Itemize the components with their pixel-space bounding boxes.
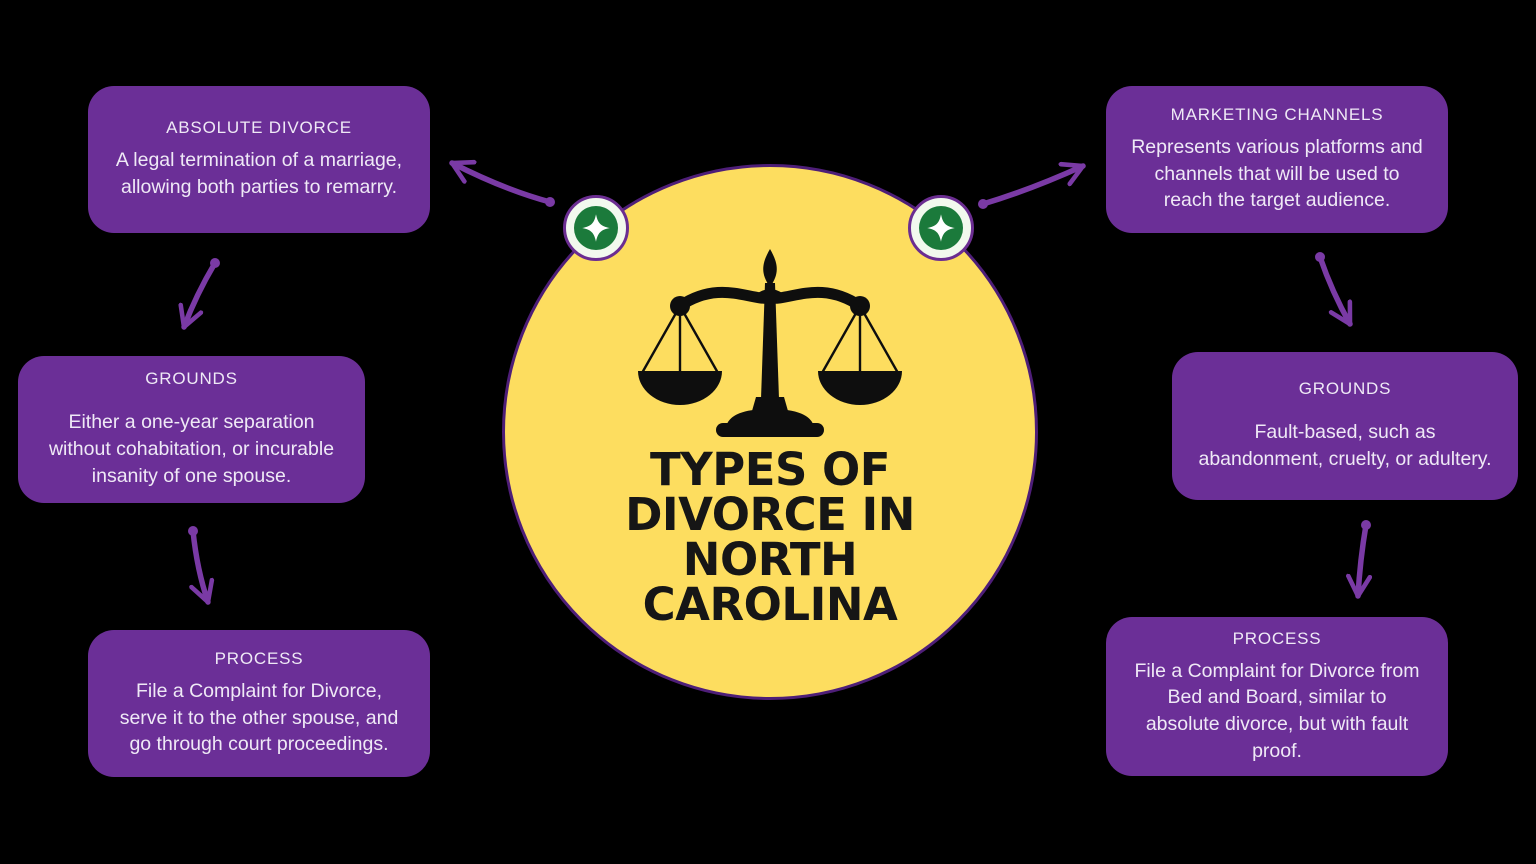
center-title: TYPES OF DIVORCE IN NORTH CAROLINA (625, 447, 915, 627)
card-body: Either a one-year separation without coh… (48, 411, 335, 487)
card-absolute-divorce: ABSOLUTE DIVORCE A legal termination of … (88, 86, 430, 233)
card-body: A legal termination of a marriage, allow… (115, 149, 403, 198)
arrow-tail-dot (978, 199, 988, 209)
arrow-tail-dot (1315, 252, 1325, 262)
center-title-line: NORTH (682, 533, 858, 586)
sparkle-badge-left (563, 195, 629, 261)
card-title: PROCESS (214, 648, 304, 668)
scales-of-justice-icon (630, 249, 910, 439)
arrow-tail-dot (210, 258, 220, 268)
card-process-left: PROCESS File a Complaint for Divorce, se… (88, 630, 430, 777)
card-body: Fault-based, such as abandonment, cruelt… (1198, 421, 1492, 470)
arrow-center-to-marketing-channels (980, 166, 1086, 207)
center-title-line: DIVORCE IN (625, 488, 915, 541)
card-title: PROCESS (1232, 628, 1322, 648)
card-process-right: PROCESS File a Complaint for Divorce fro… (1106, 617, 1448, 776)
card-title: GROUNDS (145, 369, 238, 389)
arrow-tail-dot (545, 197, 555, 207)
arrow-grounds-to-process-right (1358, 522, 1366, 599)
card-body: File a Complaint for Divorce, serve it t… (119, 679, 399, 756)
card-marketing-channels: MARKETING CHANNELS Represents various pl… (1106, 86, 1448, 233)
center-title-line: TYPES OF (649, 443, 891, 496)
card-grounds-left: GROUNDS Either a one-year separation wit… (18, 356, 365, 503)
card-title: MARKETING CHANNELS (1170, 104, 1384, 124)
arrow-grounds-to-process-left (193, 528, 208, 605)
card-title: ABSOLUTE DIVORCE (166, 118, 352, 138)
arrow-marketing-to-grounds (1317, 254, 1353, 327)
card-body: Represents various platforms and channel… (1131, 135, 1423, 212)
card-grounds-right: GROUNDS Fault-based, such as abandonment… (1172, 352, 1518, 500)
arrow-tail-dot (1361, 520, 1371, 530)
sparkle-icon (574, 206, 618, 250)
arrow-tail-dot (188, 526, 198, 536)
sparkle-icon (919, 206, 963, 250)
center-title-line: CAROLINA (642, 578, 898, 631)
sparkle-badge-right (908, 195, 974, 261)
card-body: File a Complaint for Divorce from Bed an… (1134, 659, 1420, 762)
arrow-center-to-absolute-divorce (449, 163, 553, 205)
card-title: GROUNDS (1298, 379, 1392, 399)
arrow-absolute-divorce-to-grounds (184, 260, 218, 330)
